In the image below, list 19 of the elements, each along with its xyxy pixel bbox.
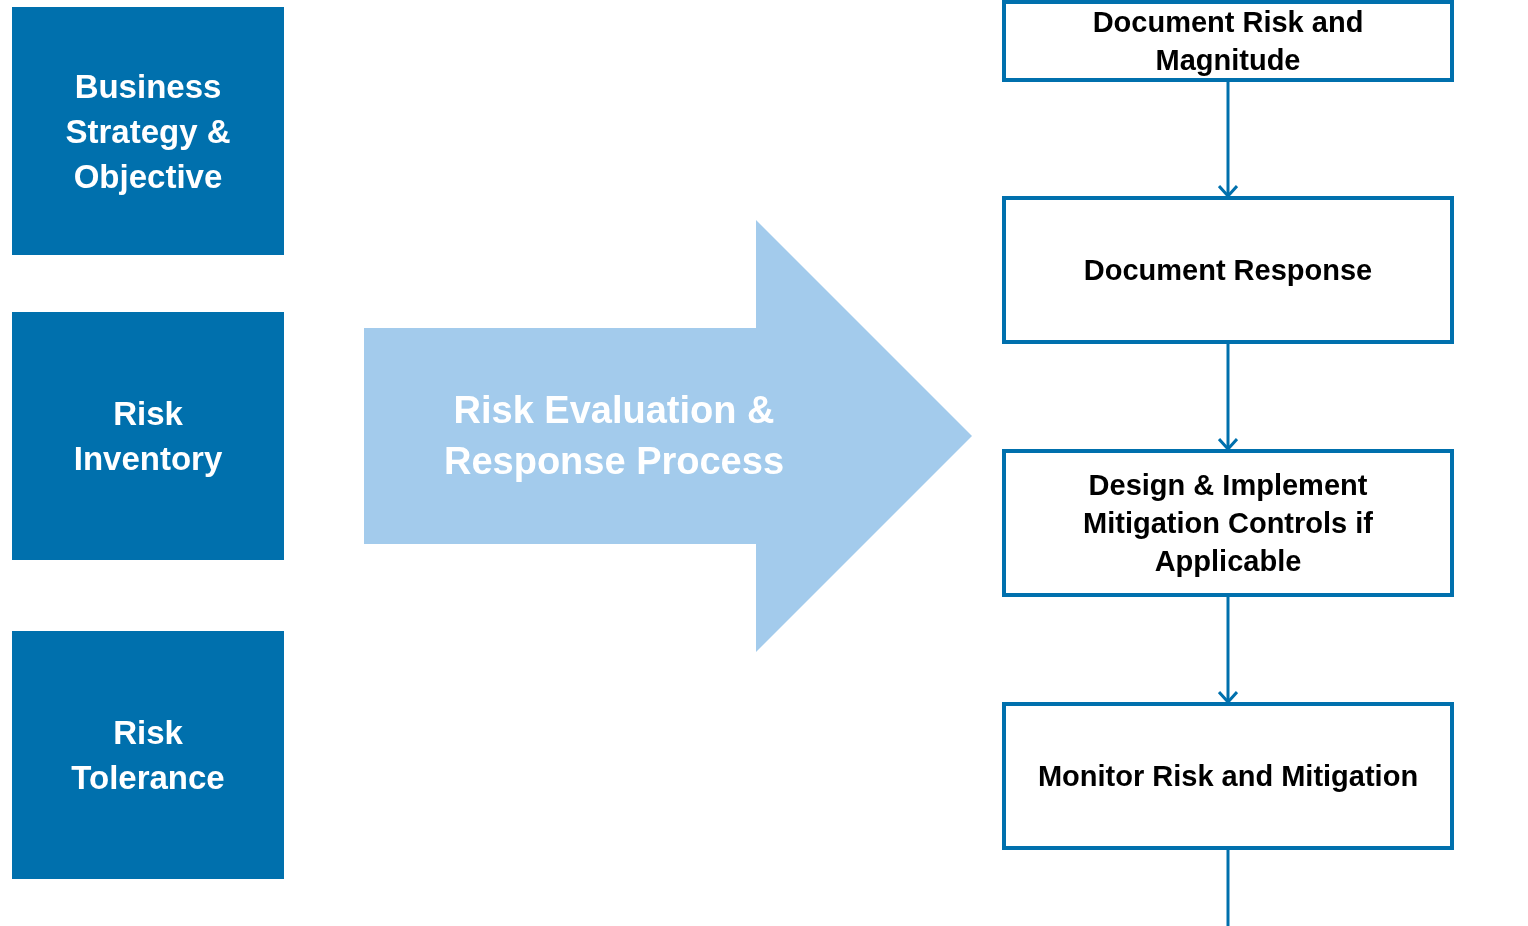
box-label: Risk Inventory bbox=[72, 394, 224, 479]
process-box bbox=[12, 312, 284, 560]
arrow bbox=[1217, 344, 1239, 451]
box-label: Document Risk and Magnitude bbox=[1091, 5, 1365, 78]
arrow bbox=[1217, 82, 1239, 198]
arrow bbox=[1217, 597, 1239, 704]
process-box bbox=[1002, 449, 1454, 597]
process-box bbox=[1002, 0, 1454, 82]
process-box bbox=[1002, 702, 1454, 850]
connector-line bbox=[1226, 850, 1230, 926]
box-label: Design & Implement Mitigation Controls if Applicable bbox=[1082, 468, 1374, 579]
box-label: Business Strategy & Objective bbox=[64, 66, 232, 197]
arrow-label: Risk Evaluation & Response Process bbox=[442, 388, 786, 484]
box-label: Document Response bbox=[1083, 253, 1373, 288]
process-box bbox=[1002, 196, 1454, 344]
process-box bbox=[12, 7, 284, 255]
process-box bbox=[12, 631, 284, 879]
box-label: Risk Tolerance bbox=[70, 713, 226, 798]
box-label: Monitor Risk and Mitigation bbox=[1037, 759, 1419, 794]
